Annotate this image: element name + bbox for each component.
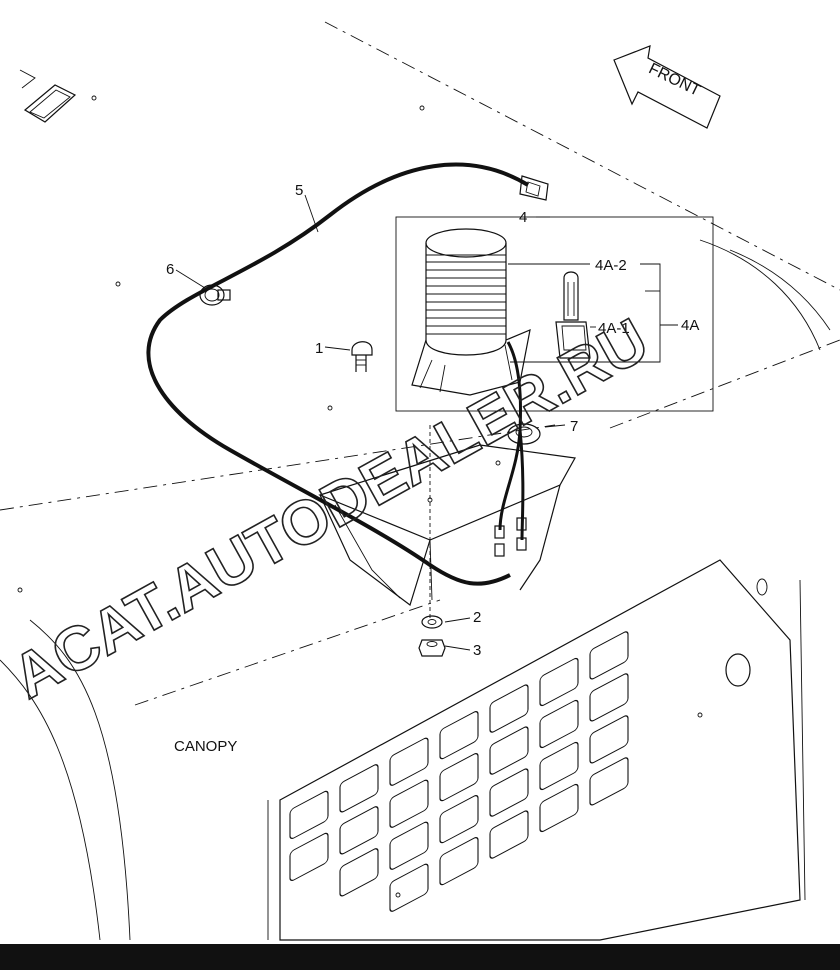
- label-5: 5: [295, 182, 303, 199]
- lamp-wire: [498, 341, 525, 541]
- label-1: 1: [315, 340, 323, 357]
- label-6: 6: [166, 261, 174, 278]
- beacon-lamp: [411, 228, 531, 396]
- panel-grid: [289, 631, 629, 912]
- label-4: 4: [519, 209, 527, 226]
- bolt: [351, 341, 373, 372]
- label-4a-1: 4A-1: [598, 320, 630, 337]
- label-4a: 4A: [681, 317, 699, 334]
- label-2: 2: [473, 609, 481, 626]
- washer: [421, 615, 443, 629]
- bottom-bar: [0, 944, 840, 970]
- nut: [418, 639, 446, 657]
- leader-lines: [175, 194, 678, 651]
- wire-harness: [146, 162, 530, 586]
- mount-bracket: [318, 425, 576, 620]
- connector-plug: [519, 175, 549, 201]
- canopy-panel: [0, 559, 806, 941]
- grommet: [507, 423, 541, 445]
- canopy-label: CANOPY: [174, 738, 237, 755]
- terminal-connectors: [494, 517, 527, 557]
- label-3: 3: [473, 642, 481, 659]
- front-arrow-icon: FRONT: [613, 45, 721, 129]
- front-label: FRONT: [646, 60, 703, 100]
- assembly-frame: [395, 216, 714, 412]
- wire-clamp: [199, 284, 231, 306]
- label-4a-2: 4A-2: [595, 257, 627, 274]
- label-7: 7: [570, 418, 578, 435]
- watermark: ACAT.AUTODEALER.RU: [1, 306, 659, 713]
- bulb-socket: [555, 271, 591, 359]
- part-labels: 5 6 1 4 4A-2 4A-1 4A 7 2 3 CANOPY: [166, 182, 699, 755]
- vent-slot: [17, 69, 501, 593]
- canopy-outline: [0, 21, 840, 706]
